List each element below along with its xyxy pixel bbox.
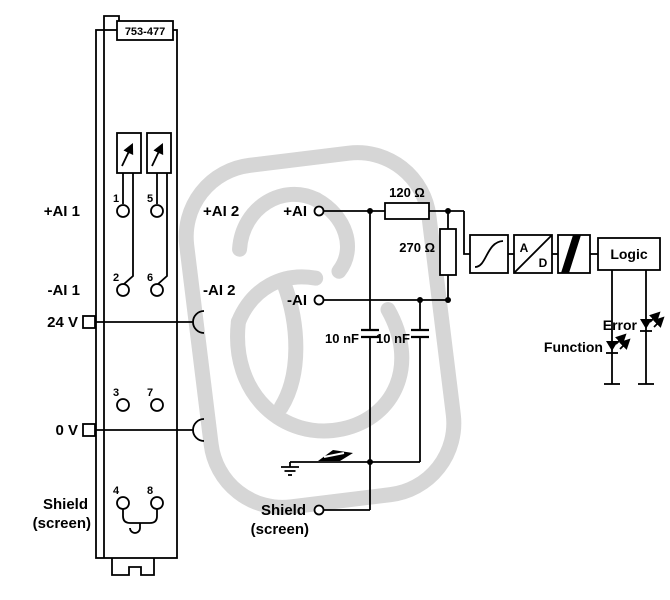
terminal-4 — [116, 496, 130, 510]
module-housing — [95, 29, 178, 559]
rail-contact-slit — [323, 452, 345, 458]
label-led-function: Function — [544, 339, 603, 355]
label-ai1-plus: +AI 1 — [44, 203, 80, 220]
led-error-ray-2 — [653, 316, 665, 328]
schematic-terminal-ai-plus — [313, 205, 325, 217]
led-function-symbol — [606, 333, 631, 354]
led-function-diode-icon — [606, 341, 618, 351]
watermark-hand-finger-1 — [232, 186, 324, 257]
part-number-plate — [116, 20, 174, 41]
functional-earth-icon — [281, 462, 299, 476]
label-screen-module: (screen) — [33, 515, 91, 532]
supply-0v-connector — [82, 423, 96, 437]
label-shield-schematic: Shield — [261, 502, 306, 519]
led-error-symbol — [640, 311, 665, 332]
label-screen-schematic: (screen) — [251, 521, 309, 538]
shield-jumper-hook — [129, 523, 141, 534]
label-shield-module: Shield — [43, 496, 88, 513]
label-resistor-120ohm: 120 Ω — [389, 185, 425, 200]
isolation-stripe-icon — [561, 235, 581, 273]
terminal-number-6: 6 — [147, 272, 153, 284]
terminal-5 — [150, 204, 164, 218]
part-number-label: 753-477 — [125, 26, 165, 38]
schematic-terminal-shield — [313, 504, 325, 516]
label-cap-right: 10 nF — [376, 331, 410, 346]
terminal-7 — [150, 398, 164, 412]
channel1-input-arrow — [121, 143, 134, 167]
label-24v: 24 V — [47, 314, 78, 331]
watermark-hand-finger-2 — [308, 192, 355, 279]
led-function-ray-1 — [615, 333, 627, 345]
junction-dot — [367, 208, 373, 214]
supply-0v-contact-hook — [192, 418, 205, 442]
terminal-number-4: 4 — [113, 485, 120, 497]
module-753-477 — [82, 15, 205, 576]
junction-dot — [445, 208, 451, 214]
label-ai2-plus: +AI 2 — [203, 203, 239, 220]
led-error-diode-icon — [640, 319, 652, 329]
filter-curve-icon — [474, 240, 504, 268]
led-function-ray-2 — [619, 338, 631, 350]
watermark-hand-palm — [230, 302, 410, 439]
module-bottom-foot — [111, 558, 155, 576]
terminal-number-2: 2 — [113, 272, 119, 284]
wire-ai-plus-to-filter — [463, 211, 470, 255]
terminal-2 — [116, 283, 130, 297]
capacitor-left — [361, 328, 379, 339]
watermark-hand-inner — [273, 276, 304, 415]
resistor-120ohm — [384, 202, 430, 220]
label-adc-a: A — [520, 241, 529, 255]
logic-block — [597, 237, 661, 271]
junction-dot — [417, 297, 423, 303]
label-0v: 0 V — [55, 422, 78, 439]
terminal-number-1: 1 — [113, 193, 119, 205]
terminal-number-7: 7 — [147, 387, 153, 399]
internal-circuit-schematic — [281, 202, 665, 516]
label-resistor-270ohm: 270 Ω — [399, 240, 435, 255]
label-schematic-ai-plus: +AI — [283, 203, 307, 220]
channel2-input-arrow — [151, 143, 164, 167]
watermark-frame — [178, 145, 462, 515]
wago-watermark-logo — [178, 145, 462, 515]
label-ai1-minus: -AI 1 — [47, 282, 80, 299]
led-error-ray-1 — [649, 311, 661, 323]
terminal-number-5: 5 — [147, 193, 153, 205]
label-adc-d: D — [539, 256, 548, 270]
terminal-1 — [116, 204, 130, 218]
label-schematic-ai-minus: -AI — [287, 292, 307, 309]
channel2-lead-b — [157, 173, 168, 285]
schematic-terminal-ai-minus — [313, 294, 325, 306]
junction-dot — [367, 459, 373, 465]
adc-diagonal — [513, 234, 553, 274]
din-rail-contact-icon — [318, 450, 353, 461]
channel1-lead-b — [123, 173, 134, 285]
terminal-number-8: 8 — [147, 485, 153, 497]
label-cap-left: 10 nF — [325, 331, 359, 346]
label-logic: Logic — [610, 246, 648, 262]
terminal-3 — [116, 398, 130, 412]
supply-24v-connector — [82, 315, 96, 329]
resistor-270ohm — [439, 228, 457, 276]
terminal-6 — [150, 283, 164, 297]
label-led-error: Error — [603, 317, 638, 333]
supply-24v-contact-hook — [192, 310, 205, 334]
label-ai2-minus: -AI 2 — [203, 282, 236, 299]
capacitor-right — [411, 328, 429, 339]
junction-dot — [445, 297, 451, 303]
watermark-hand-thumb — [230, 269, 324, 330]
terminal-8 — [150, 496, 164, 510]
terminal-number-3: 3 — [113, 387, 119, 399]
